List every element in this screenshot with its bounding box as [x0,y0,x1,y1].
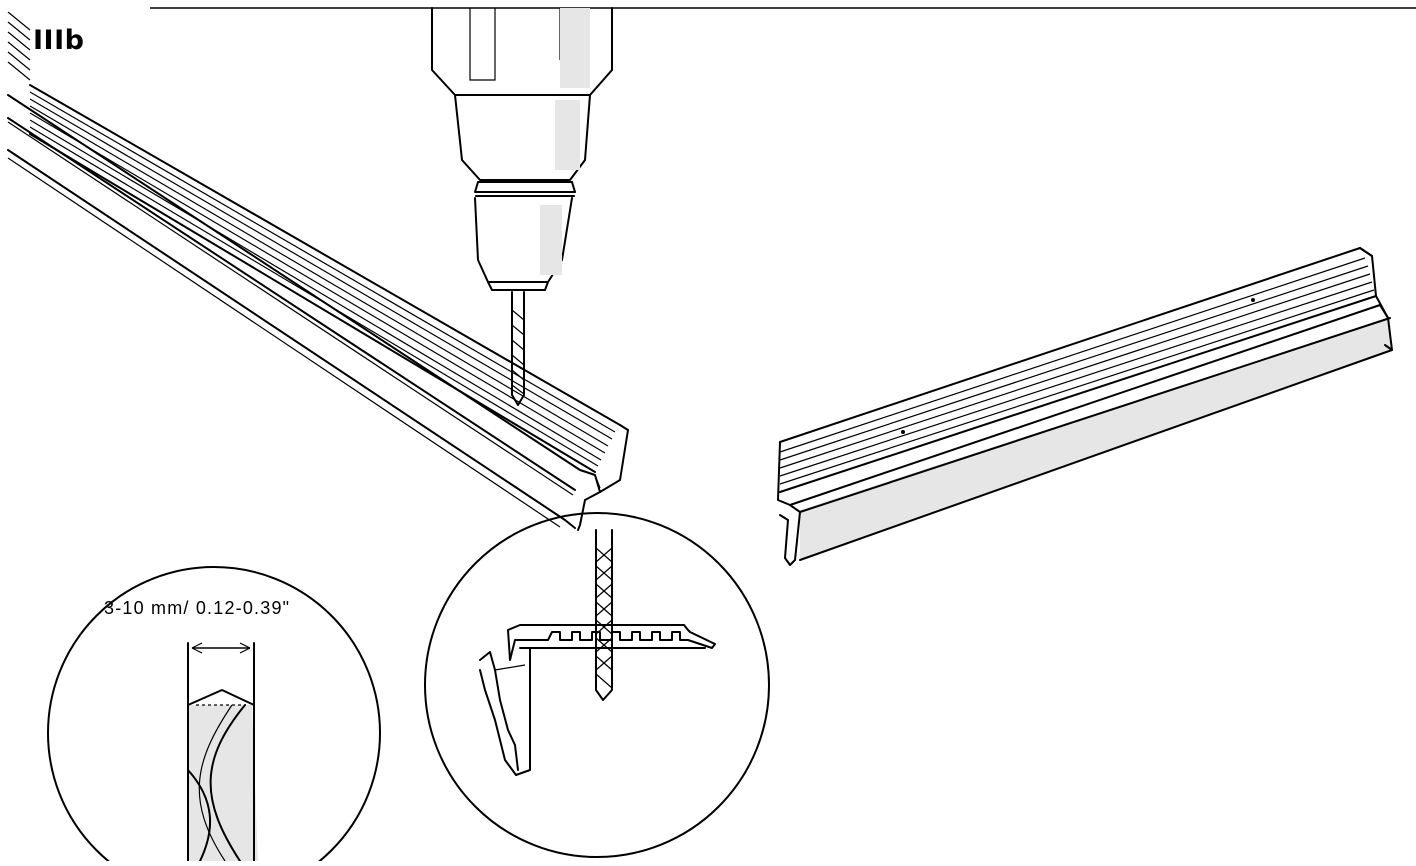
stair-nosing-profile-left [7,11,629,531]
diameter-dimension-arrow [191,642,251,654]
cross-section-detail [424,512,770,858]
pilot-hole-2 [901,430,905,434]
stair-nosing-profile-right [777,247,1393,566]
drill-diameter-label: 3-10 mm/ 0.12-0.39" [104,598,291,618]
pilot-hole-1 [1251,298,1255,302]
ribbed-top-left [29,84,621,473]
power-drill [431,7,613,406]
drill-bit-detail [47,566,381,866]
step-label: IIIb [33,25,85,56]
left-edge-hatching [7,11,31,81]
